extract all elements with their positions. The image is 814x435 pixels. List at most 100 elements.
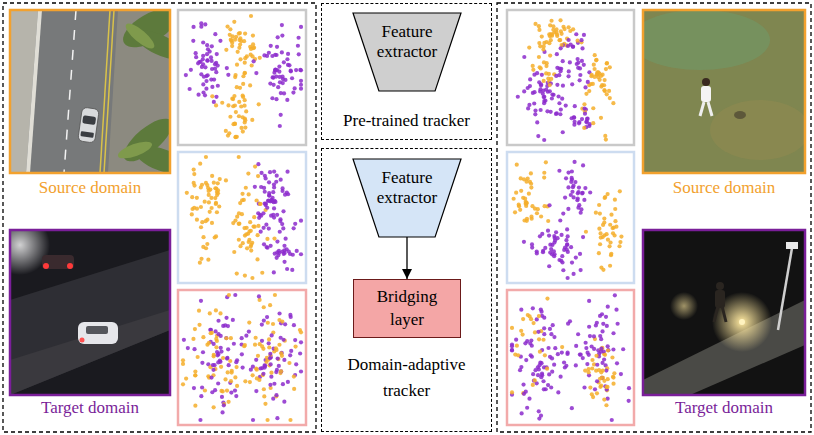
- feature-point: [299, 330, 303, 334]
- feature-point: [564, 238, 568, 242]
- feature-point: [513, 210, 517, 214]
- trapezoid-shape: [353, 159, 461, 237]
- feature-point: [213, 32, 217, 36]
- feature-point: [564, 364, 568, 368]
- feature-point: [599, 346, 603, 350]
- feature-point: [273, 293, 277, 297]
- feature-point: [535, 251, 539, 255]
- feature-point: [611, 101, 615, 105]
- feature-point: [274, 97, 278, 101]
- feature-point: [275, 416, 279, 420]
- night-road-photo: [10, 230, 170, 395]
- feature-point: [194, 51, 198, 55]
- feature-point: [258, 56, 262, 60]
- feature-point: [296, 36, 300, 40]
- feature-point: [248, 83, 252, 87]
- feature-point: [531, 64, 535, 68]
- car: [78, 107, 100, 143]
- feature-point: [201, 235, 205, 239]
- feature-point: [241, 129, 245, 133]
- feature-point: [600, 376, 604, 380]
- feature-point: [515, 344, 519, 348]
- feature-point: [238, 57, 242, 61]
- scatter-frame: [507, 290, 634, 425]
- feature-point: [607, 89, 611, 93]
- feature-point: [291, 90, 295, 94]
- feature-point: [583, 85, 587, 89]
- feature-point: [559, 108, 563, 112]
- feature-point: [574, 32, 578, 36]
- feature-point: [517, 203, 521, 207]
- feature-point: [276, 85, 280, 89]
- feature-point: [531, 372, 535, 376]
- feature-point: [235, 358, 239, 362]
- feature-point: [289, 69, 293, 73]
- feature-point: [575, 39, 579, 43]
- feature-point: [599, 116, 603, 120]
- feature-point: [246, 171, 250, 175]
- feature-point: [253, 343, 257, 347]
- lamp-light: [739, 319, 745, 325]
- feature-point: [590, 366, 594, 370]
- feature-point: [252, 59, 256, 63]
- feature-point: [566, 185, 570, 189]
- feature-point: [230, 370, 234, 374]
- feature-point: [590, 73, 594, 77]
- feature-point: [235, 63, 239, 67]
- target-frame: [10, 230, 170, 395]
- feature-point: [587, 299, 591, 303]
- feature-point: [193, 327, 197, 331]
- tsne-points: [181, 14, 631, 422]
- feature-point: [545, 61, 549, 65]
- feature-point: [272, 270, 276, 274]
- feature-point: [558, 112, 562, 116]
- feature-point: [273, 68, 277, 72]
- feature-point: [185, 191, 189, 195]
- feature-point: [556, 390, 560, 394]
- scatter-frame: [178, 290, 306, 425]
- feature-point: [577, 185, 581, 189]
- feature-point: [282, 91, 286, 95]
- feature-point: [604, 403, 608, 407]
- feature-point: [228, 359, 232, 363]
- feature-point: [606, 348, 610, 352]
- feature-point: [289, 349, 293, 353]
- feature-point: [548, 243, 552, 247]
- feature-point: [593, 53, 597, 57]
- feature-point: [224, 48, 228, 52]
- domain-caption-holder: Source domain: [0, 178, 190, 198]
- feature-point: [598, 231, 602, 235]
- feature-point: [618, 240, 622, 244]
- feature-point: [602, 88, 606, 92]
- feature-point: [189, 68, 193, 72]
- trapezoid-shape: [353, 13, 461, 91]
- feature-point: [218, 311, 222, 315]
- feature-point: [213, 329, 217, 333]
- feature-point: [542, 326, 546, 330]
- feature-point: [582, 126, 586, 130]
- feature-point: [578, 352, 582, 356]
- feature-point: [611, 231, 615, 235]
- feature-point: [512, 197, 516, 201]
- feature-point: [256, 224, 260, 228]
- feature-point: [205, 43, 209, 47]
- feature-point: [251, 225, 255, 229]
- feature-point: [608, 96, 612, 100]
- feature-point: [275, 45, 279, 49]
- feature-point: [233, 38, 237, 42]
- feature-point: [542, 316, 546, 320]
- feature-point: [510, 390, 514, 394]
- feature-point: [219, 346, 223, 350]
- feature-point: [570, 116, 574, 120]
- feature-point: [191, 25, 195, 29]
- feature-point: [243, 118, 247, 122]
- feature-point: [285, 267, 289, 271]
- sidewalk: [10, 310, 170, 395]
- feature-point: [270, 54, 274, 58]
- feature-point: [560, 350, 564, 354]
- feature-point: [535, 211, 539, 215]
- feature-point: [546, 229, 550, 233]
- feature-point: [271, 322, 275, 326]
- feature-point: [545, 109, 549, 113]
- feature-point: [262, 226, 266, 230]
